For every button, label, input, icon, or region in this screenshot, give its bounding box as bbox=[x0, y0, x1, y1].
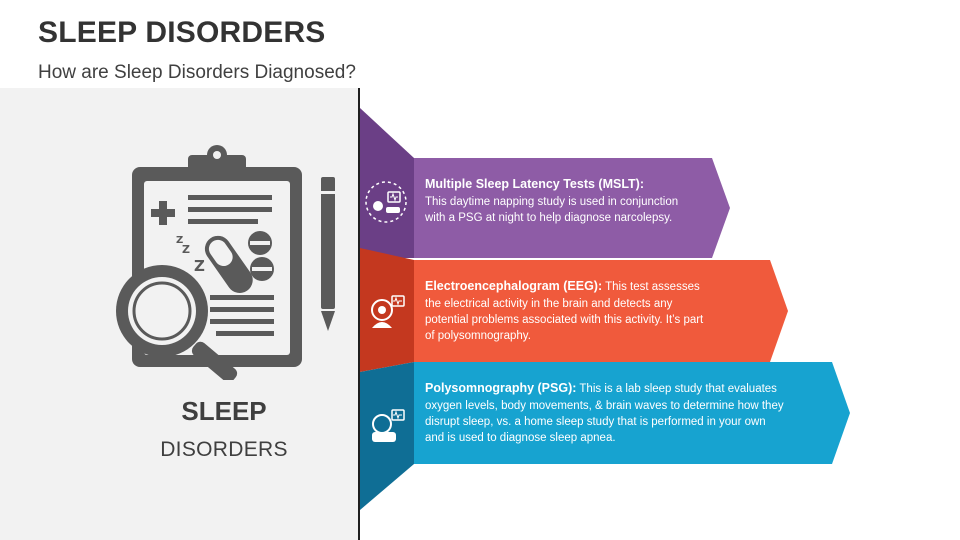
page-title: SLEEP DISORDERS bbox=[38, 16, 326, 49]
item-body: This daytime napping study is used in co… bbox=[425, 195, 679, 225]
item-mslt: Multiple Sleep Latency Tests (MSLT): Thi… bbox=[425, 176, 695, 226]
item-heading: Electroencephalogram (EEG): bbox=[425, 279, 603, 293]
page-subtitle: How are Sleep Disorders Diagnosed? bbox=[38, 62, 356, 83]
clipboard-icon: Z Z Z bbox=[116, 145, 335, 380]
nap-study-icon bbox=[365, 181, 407, 223]
item-body: This is a lab sleep study that evaluates… bbox=[425, 383, 784, 445]
eeg-head-icon bbox=[371, 295, 405, 328]
row2-arrow bbox=[414, 260, 788, 362]
item-psg: Polysomnography (PSG): This is a lab sle… bbox=[425, 380, 785, 447]
left-subtitle: DISORDERS bbox=[160, 438, 288, 461]
item-heading: Polysomnography (PSG): bbox=[425, 381, 577, 395]
row1-side-panel bbox=[360, 108, 414, 258]
item-heading: Multiple Sleep Latency Tests (MSLT): bbox=[425, 177, 645, 191]
row2-side-panel bbox=[360, 248, 414, 372]
sleep-lab-icon bbox=[372, 409, 405, 442]
row1-arrow bbox=[414, 158, 730, 258]
svg-text:Z: Z bbox=[176, 235, 183, 246]
left-title: SLEEP bbox=[181, 396, 267, 426]
svg-text:Z: Z bbox=[194, 257, 205, 275]
item-body: This test assesses the electrical activi… bbox=[425, 281, 704, 343]
svg-text:Z: Z bbox=[182, 243, 190, 256]
row3-arrow bbox=[414, 362, 850, 464]
vertical-divider bbox=[358, 88, 360, 540]
item-eeg: Electroencephalogram (EEG): This test as… bbox=[425, 278, 710, 345]
